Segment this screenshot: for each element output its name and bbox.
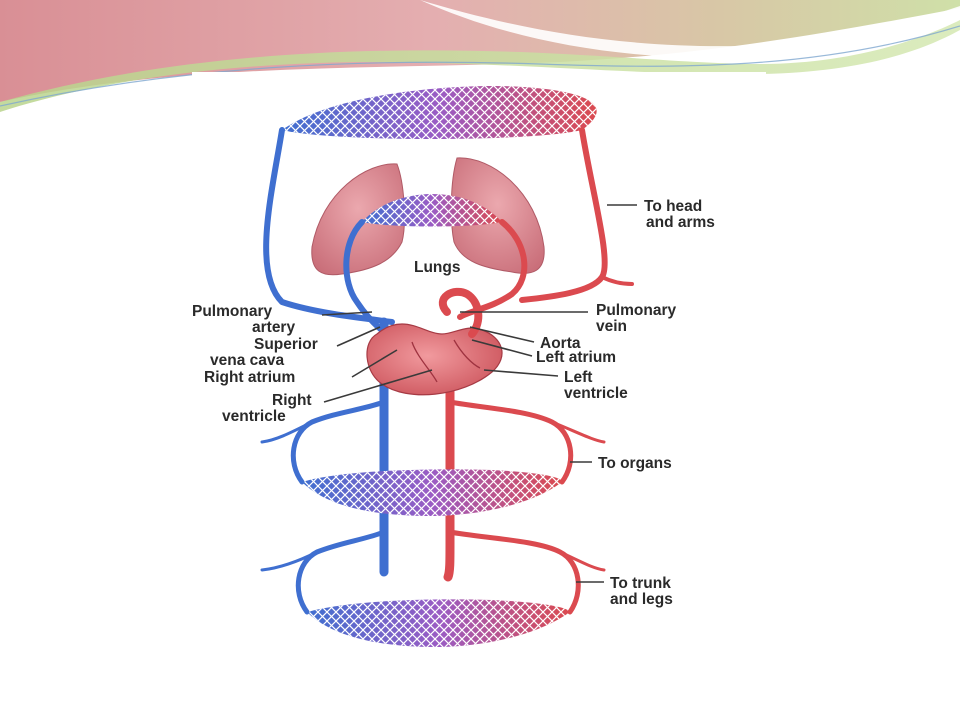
vein-from-head-arms xyxy=(263,127,395,325)
label-to-head-arms-line2: and arms xyxy=(646,214,715,231)
leader-left-ventricle xyxy=(483,369,559,377)
label-to-head-arms-line1: To head xyxy=(644,198,702,215)
vein-branch-organs xyxy=(260,420,314,444)
header-green-wave xyxy=(0,20,960,112)
label-to-trunk-legs-line2: and legs xyxy=(610,591,673,608)
label-right-atrium: Right atrium xyxy=(204,369,295,386)
vein-from-trunk-legs xyxy=(295,529,387,615)
leader-superior-vena-cava xyxy=(336,326,381,347)
capillary-bed-trunk-legs xyxy=(307,599,570,647)
capillary-bed-organs xyxy=(302,469,562,516)
label-aorta: Aorta xyxy=(540,335,581,352)
artery-branch-head xyxy=(600,275,634,286)
pulmonary-artery-vessel xyxy=(343,219,390,337)
header-white-swoosh xyxy=(420,0,960,58)
slide-header-decoration xyxy=(0,0,960,112)
artery-branch-organs xyxy=(550,420,606,444)
heart xyxy=(366,287,503,396)
label-pulmonary-artery-line1: Pulmonary xyxy=(192,303,272,320)
circulation-figure: Lungs To head and arms Pulmonary artery … xyxy=(192,72,766,664)
label-pulmonary-artery-line2: artery xyxy=(252,319,295,336)
label-to-trunk-legs-line1: To trunk xyxy=(610,575,671,592)
capillary-bed-head-arms xyxy=(282,86,597,139)
leader-aorta xyxy=(469,326,535,343)
label-pulmonary-vein-line1: Pulmonary xyxy=(596,302,676,319)
leader-right-atrium xyxy=(351,349,398,378)
label-pulmonary-vein-line2: vein xyxy=(596,318,627,335)
label-left-ventricle-line2: ventricle xyxy=(564,385,628,402)
artery-branch-trunk xyxy=(558,550,606,572)
label-left-ventricle-line1: Left xyxy=(564,369,592,386)
label-left-atrium: Left atrium xyxy=(536,349,616,366)
leader-left-atrium xyxy=(471,339,533,357)
capillary-bed-lungs xyxy=(362,194,502,227)
label-lungs: Lungs xyxy=(414,259,461,276)
label-right-ventricle-line1: Right xyxy=(272,392,312,409)
artery-to-head-arms xyxy=(519,127,608,303)
leader-pulmonary-artery xyxy=(321,311,373,316)
label-to-organs: To organs xyxy=(598,455,672,472)
label-superior-vena-cava-line2: vena cava xyxy=(210,352,284,369)
label-right-ventricle-line2: ventricle xyxy=(222,408,286,425)
leader-right-ventricle xyxy=(323,369,433,403)
circulatory-system-diagram: Lungs To head and arms Pulmonary artery … xyxy=(192,86,715,647)
descending-aorta xyxy=(443,367,455,582)
vein-branch-trunk xyxy=(260,550,319,572)
header-line xyxy=(0,25,960,107)
vein-from-organs xyxy=(290,399,387,485)
label-superior-vena-cava-line1: Superior xyxy=(254,336,318,353)
